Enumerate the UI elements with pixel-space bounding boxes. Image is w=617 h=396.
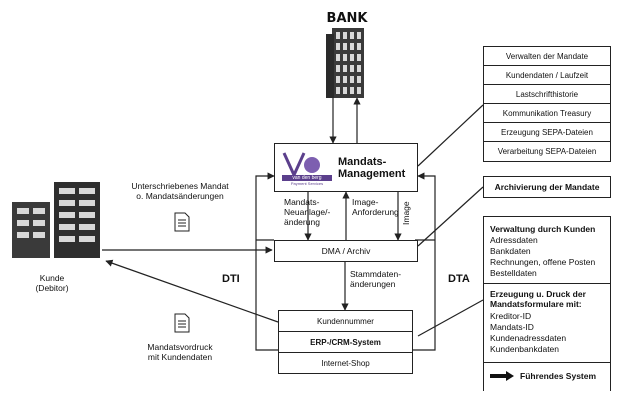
forms-item: Kundenadressdaten <box>490 333 567 343</box>
function-item: Verwalten der Mandate <box>484 47 610 66</box>
function-item: Kommunikation Treasury <box>484 104 610 123</box>
archive-label: Archivierung der Mandate <box>494 182 600 192</box>
customer-mgmt-item: Adressdaten <box>490 235 538 245</box>
forms-item: Kreditor-ID <box>490 311 532 321</box>
arrow-dti <box>255 172 278 351</box>
customer-label-2: (Debitor) <box>35 283 69 293</box>
arrow-dta <box>413 172 436 351</box>
customer-mgmt-item: Rechnungen, offene Posten <box>490 257 596 267</box>
mandate-form-label-2: mit Kundendaten <box>147 352 213 362</box>
function-item: Kundendaten / Laufzeit <box>484 66 610 85</box>
label-dta: DTA <box>448 273 470 285</box>
label-new-mandate-3: änderung <box>284 217 320 227</box>
mandate-management-title-1: Mandats- <box>338 156 387 168</box>
logo-subtext: Payment Services <box>290 181 324 186</box>
forms-item: Mandats-ID <box>490 322 534 332</box>
signed-mandate-label-2: o. Mandatsänderungen <box>136 191 224 201</box>
function-item: Verarbeitung SEPA-Dateien <box>497 147 597 156</box>
forms-title-2: Mandatsformulare mit: <box>490 299 582 309</box>
erp-row-webshop: Internet-Shop <box>321 358 370 368</box>
customer-mgmt-item: Bankdaten <box>490 246 531 256</box>
arrow-erp-to-customer <box>105 259 279 323</box>
leader-archive <box>417 186 484 247</box>
label-new-mandate-2: Neuanlage/- <box>284 207 331 217</box>
label-master-data-1: Stammdaten- <box>350 269 402 279</box>
label-image-request-1: Image- <box>352 197 379 207</box>
signed-mandate-label-1: Unterschriebenes Mandat <box>131 181 229 191</box>
bank-building-icon: BANK <box>322 12 372 100</box>
document-icon <box>174 313 190 333</box>
divider <box>484 362 610 363</box>
divider <box>484 283 610 284</box>
bank-label: BANK <box>326 11 368 26</box>
archive-box: Archivierung der Mandate <box>483 176 611 198</box>
leading-system-arrow-icon <box>490 371 514 381</box>
legend-label: Führendes System <box>520 371 597 381</box>
mandate-management-title-2: Management <box>338 168 406 180</box>
customer-building-icon <box>10 180 102 260</box>
label-image-request-2: Anforderung <box>352 207 399 217</box>
mandate-management-box: van den berg Payment Services Mandats- M… <box>274 143 418 192</box>
function-item: Erzeugung SEPA-Dateien <box>484 123 610 142</box>
dma-archive-label: DMA / Archiv <box>321 246 371 256</box>
customer-data-box: Verwaltung durch Kunden Adressdaten Bank… <box>483 216 611 391</box>
forms-item: Kundenbankdaten <box>490 344 560 354</box>
customer-mgmt-item: Bestelldaten <box>490 268 537 278</box>
label-image: Image <box>401 201 411 225</box>
label-master-data-2: änderungen <box>350 279 396 289</box>
leader-functions <box>417 104 484 167</box>
logo-text: van den berg <box>292 175 322 181</box>
document-icon <box>174 212 190 232</box>
customer-mgmt-title: Verwaltung durch Kunden <box>490 224 596 234</box>
label-new-mandate-1: Mandats- <box>284 197 320 207</box>
customer-label-1: Kunde <box>39 273 65 283</box>
van-den-berg-logo: van den berg Payment Services <box>280 149 334 187</box>
leader-forms <box>417 299 484 337</box>
function-item: Lastschrifthistorie <box>484 85 610 104</box>
functions-box: Verwalten der Mandate Kundendaten / Lauf… <box>483 46 611 162</box>
label-dti: DTI <box>222 273 240 285</box>
erp-crm-box: Kundennummer ERP-/CRM-System Internet-Sh… <box>278 310 413 374</box>
erp-row-system: ERP-/CRM-System <box>279 332 412 353</box>
forms-title-1: Erzeugung u. Druck der <box>490 289 586 299</box>
erp-row-customer-number: Kundennummer <box>279 311 412 332</box>
mandate-form-label-1: Mandatsvordruck <box>147 342 213 352</box>
dma-archive-box: DMA / Archiv <box>274 240 418 262</box>
